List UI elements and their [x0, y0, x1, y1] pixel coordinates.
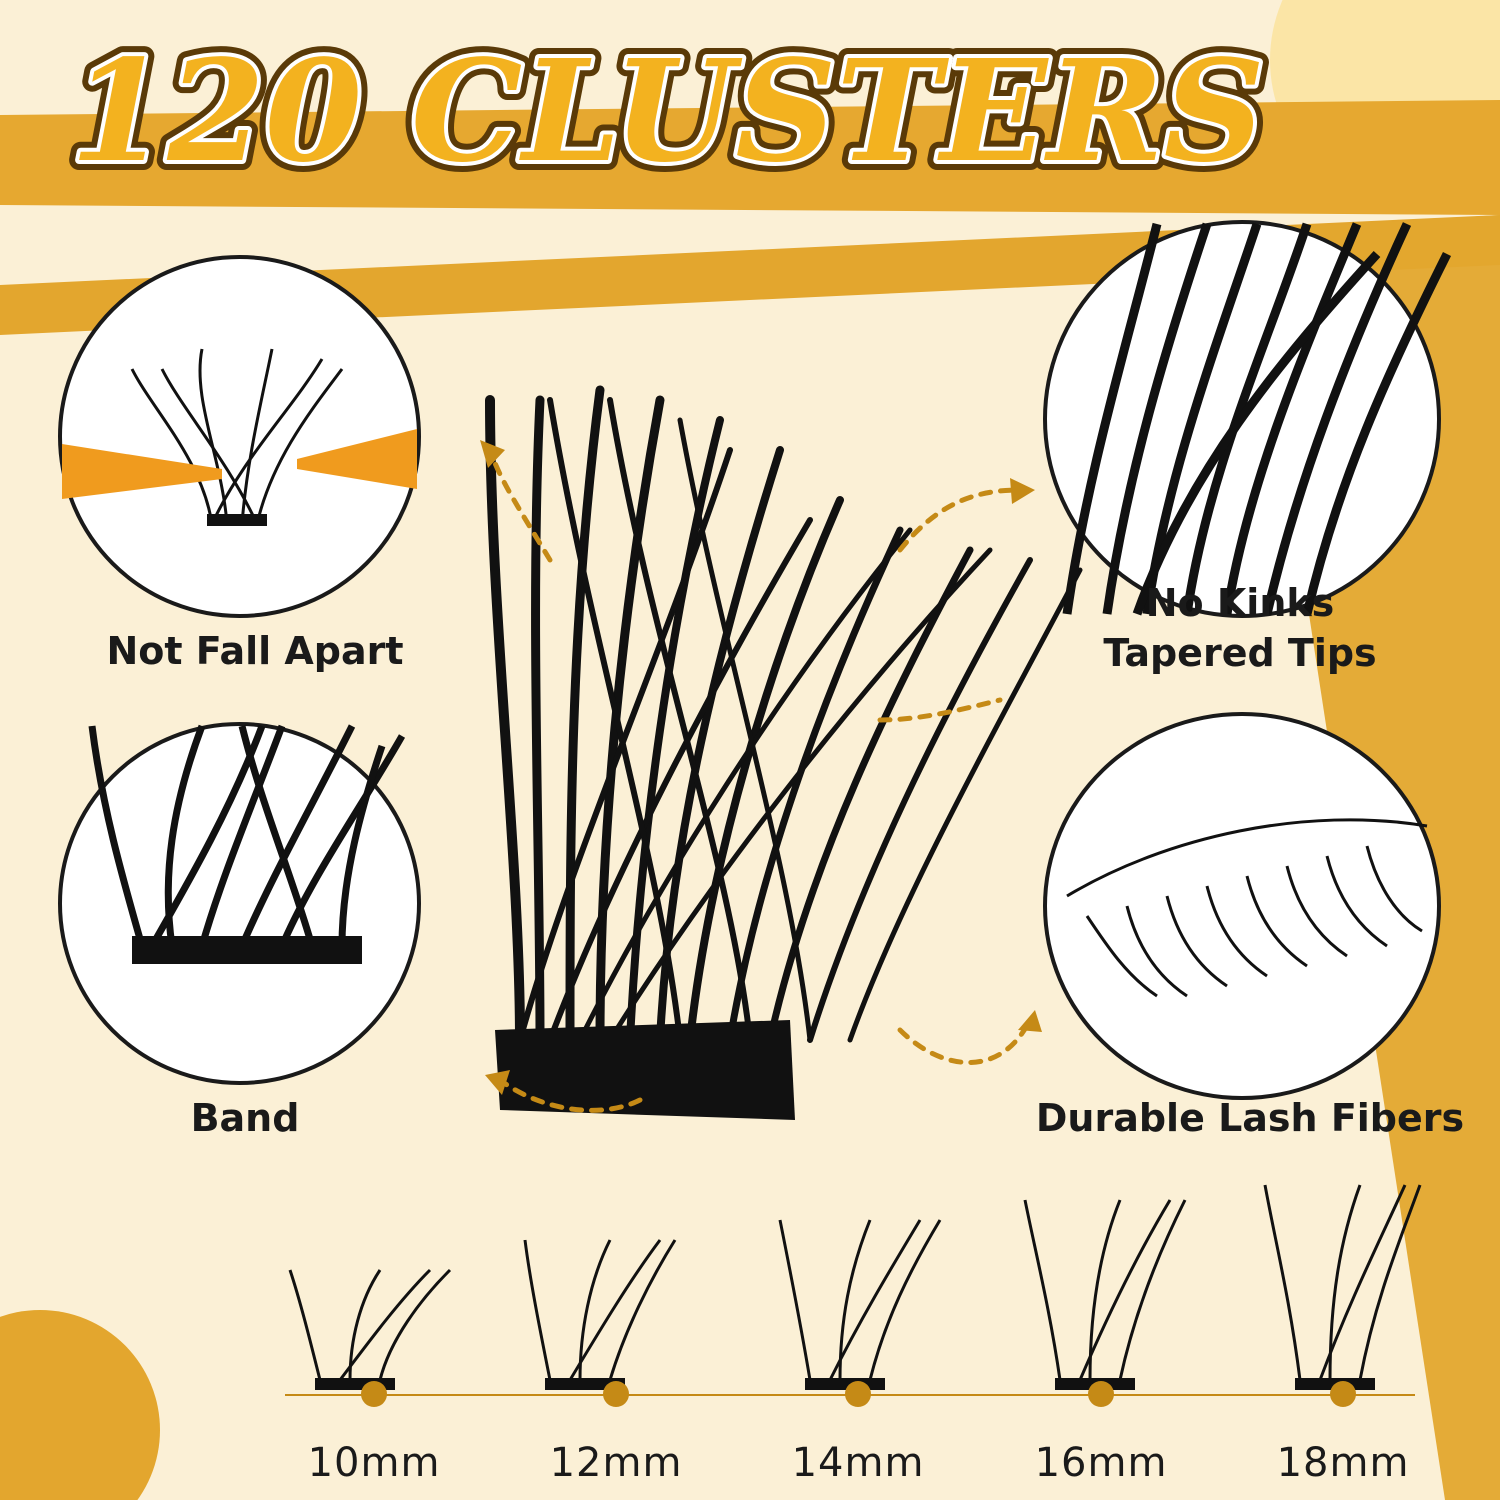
lash-strip-icon — [1066, 818, 1428, 998]
not-fall-apart-circle — [58, 255, 421, 618]
tweezers-lash-icon — [62, 348, 417, 526]
size-dot-14 — [845, 1381, 871, 1407]
size-label-16: 16mm — [1034, 1440, 1168, 1486]
lash-cluster-illustration — [485, 385, 1083, 1120]
not-fall-apart-label: Not Fall Apart — [106, 629, 404, 673]
size-label-18: 18mm — [1276, 1440, 1410, 1486]
headline-text: 120 CLUSTERS — [70, 30, 1265, 194]
size-dot-10 — [361, 1381, 387, 1407]
size-dot-12 — [603, 1381, 629, 1407]
durable-lash-fibers-label: Durable Lash Fibers — [1035, 1096, 1465, 1140]
dashed-arrows — [480, 440, 1042, 1113]
no-kinks-label: No Kinks — [1145, 581, 1335, 625]
size-dot-16 — [1088, 1381, 1114, 1407]
lash-size-illustrations — [288, 1184, 1422, 1390]
headline-outline: 120 CLUSTERS — [70, 30, 1265, 194]
tapered-tips-label: Tapered Tips — [1103, 631, 1377, 675]
size-dot-18 — [1330, 1381, 1356, 1407]
size-label-14: 14mm — [791, 1440, 925, 1486]
lash-tips-closeup-icon — [1062, 222, 1452, 616]
no-kinks-circle — [1043, 220, 1452, 618]
lash-band-closeup-icon — [88, 724, 406, 964]
size-label-12: 12mm — [549, 1440, 683, 1486]
headline: 120 CLUSTERS 120 CLUSTERS — [60, 10, 1275, 204]
band-circle — [58, 722, 421, 1085]
band-label: Band — [190, 1096, 300, 1140]
durable-circle — [1043, 712, 1441, 1100]
size-label-10: 10mm — [307, 1440, 441, 1486]
